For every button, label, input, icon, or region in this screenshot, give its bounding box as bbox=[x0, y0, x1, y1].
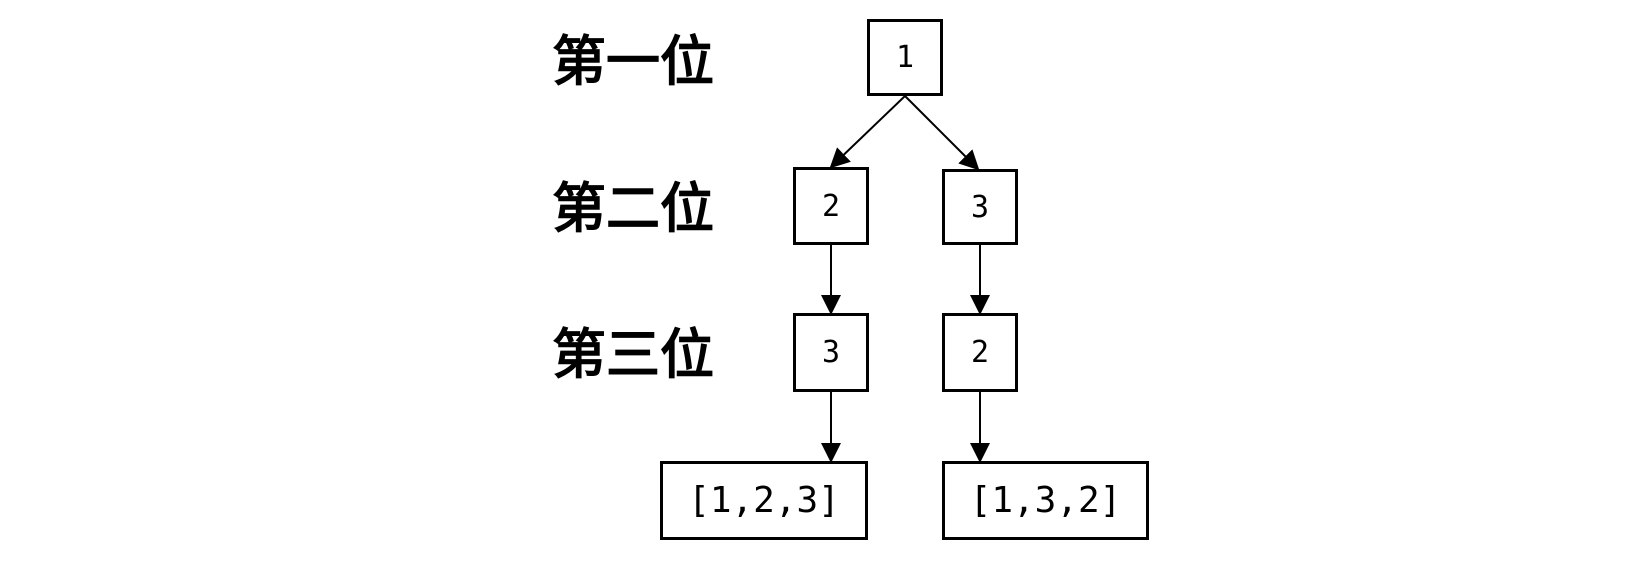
node-left-result-label: [1,2,3] bbox=[688, 480, 840, 521]
node-left-third-label: 3 bbox=[821, 335, 841, 370]
node-right-second: 3 bbox=[942, 169, 1018, 245]
edge-root-to-left-second bbox=[829, 95, 906, 169]
node-root-label: 1 bbox=[895, 40, 915, 75]
node-right-third-label: 2 bbox=[970, 335, 990, 370]
level-label-third: 第三位 bbox=[552, 322, 714, 386]
node-right-second-label: 3 bbox=[970, 189, 990, 225]
node-left-result: [1,2,3] bbox=[660, 461, 868, 540]
node-left-second: 2 bbox=[793, 167, 869, 245]
edge-root-to-right-second bbox=[904, 95, 980, 171]
node-right-third: 2 bbox=[942, 313, 1018, 392]
node-left-second-label: 2 bbox=[821, 188, 841, 224]
node-right-result: [1,3,2] bbox=[942, 461, 1149, 540]
node-right-result-label: [1,3,2] bbox=[969, 480, 1122, 521]
level-label-second: 第二位 bbox=[552, 176, 714, 240]
node-root: 1 bbox=[867, 19, 943, 96]
level-label-first: 第一位 bbox=[552, 29, 714, 93]
node-left-third: 3 bbox=[793, 313, 869, 392]
